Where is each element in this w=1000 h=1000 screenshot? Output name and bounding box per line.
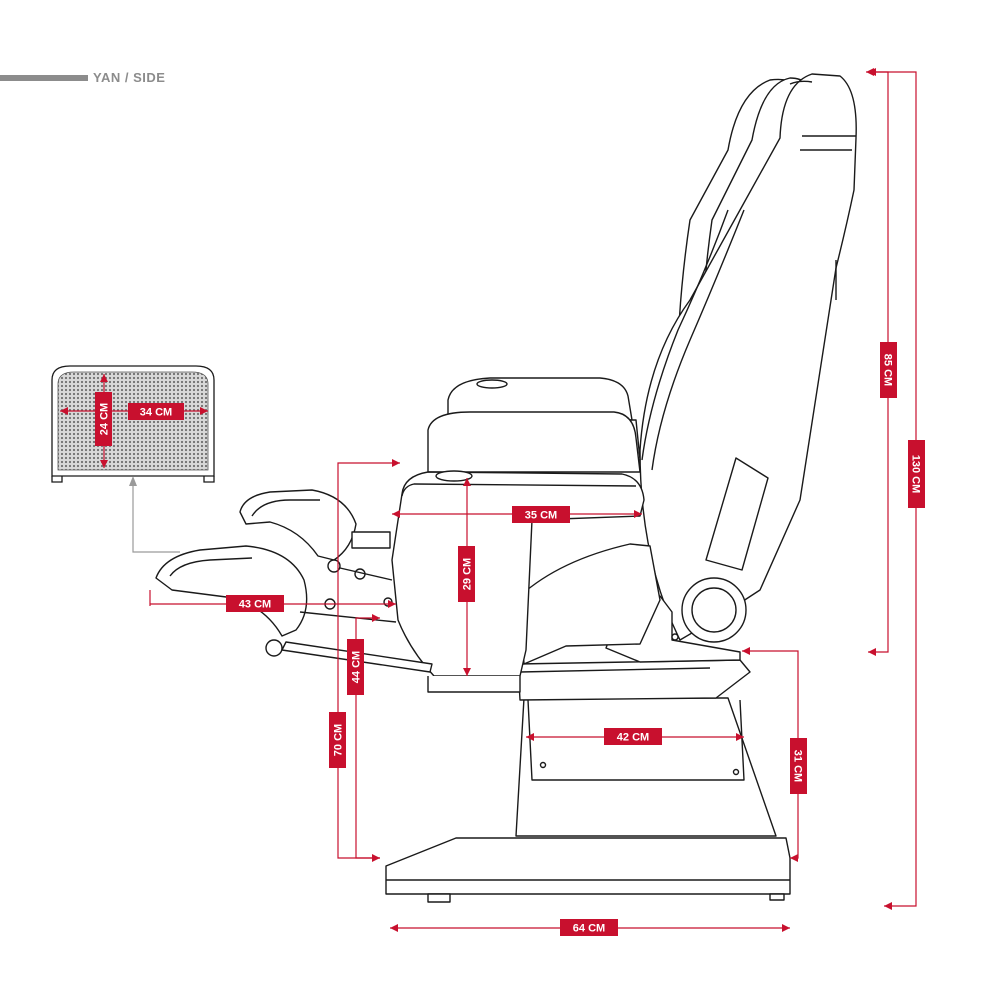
dim-seat-height: 29 CM: [458, 546, 475, 602]
footrest-upper-link: [351, 531, 391, 549]
svg-text:64 CM: 64 CM: [573, 923, 605, 935]
svg-text:85 CM: 85 CM: [882, 354, 894, 386]
dim-footrest-length: 43 CM: [226, 595, 284, 612]
mesh-detail-inset: [51, 365, 215, 483]
inset-leader-line: [132, 478, 180, 553]
svg-text:35 CM: 35 CM: [525, 510, 557, 522]
dim-footrest-height: 44 CM: [347, 639, 364, 695]
svg-text:44 CM: 44 CM: [351, 651, 363, 683]
dim-base-height: 31 CM: [790, 738, 807, 794]
recline-knob-inner: [691, 587, 737, 633]
cup-holder: [435, 470, 473, 482]
backrest-front: [639, 73, 857, 641]
dim-back-height: 85 CM: [880, 342, 897, 398]
view-header: YAN / SIDE: [0, 70, 260, 86]
backrest-side-panel: [705, 457, 769, 571]
svg-text:34 CM: 34 CM: [140, 407, 172, 419]
svg-text:70 CM: 70 CM: [333, 724, 345, 756]
dim-seat-depth: 35 CM: [512, 506, 570, 523]
dim-mesh-width: 34 CM: [128, 403, 184, 420]
chair-outline: [155, 73, 857, 903]
svg-text:31 CM: 31 CM: [792, 750, 804, 782]
svg-text:24 CM: 24 CM: [99, 403, 111, 435]
seat-rail: [517, 659, 751, 701]
dimension-arrowheads: [60, 68, 892, 932]
dim-base-length: 64 CM: [560, 919, 618, 936]
base-foot-plate: [385, 837, 791, 895]
view-label: YAN / SIDE: [93, 70, 166, 85]
svg-text:43 CM: 43 CM: [239, 599, 271, 611]
dim-base-depth-upper: 42 CM: [604, 728, 662, 745]
header-bar: [0, 75, 88, 81]
arm-console-box: [391, 471, 645, 677]
svg-text:29 CM: 29 CM: [462, 558, 474, 590]
dim-total-height: 130 CM: [908, 440, 925, 508]
base-pedestal: [515, 697, 777, 837]
mesh-panel: [57, 371, 209, 471]
footrest-upper: [239, 489, 357, 561]
dim-front-height: 70 CM: [329, 712, 346, 768]
svg-text:42 CM: 42 CM: [617, 732, 649, 744]
armrest-front: [427, 411, 641, 473]
footrest-lower: [155, 545, 308, 637]
svg-text:130 CM: 130 CM: [910, 455, 922, 494]
seat-cushion: [519, 543, 661, 665]
dim-mesh-height: 24 CM: [95, 392, 112, 446]
inset-leader-arrow: [129, 476, 137, 486]
